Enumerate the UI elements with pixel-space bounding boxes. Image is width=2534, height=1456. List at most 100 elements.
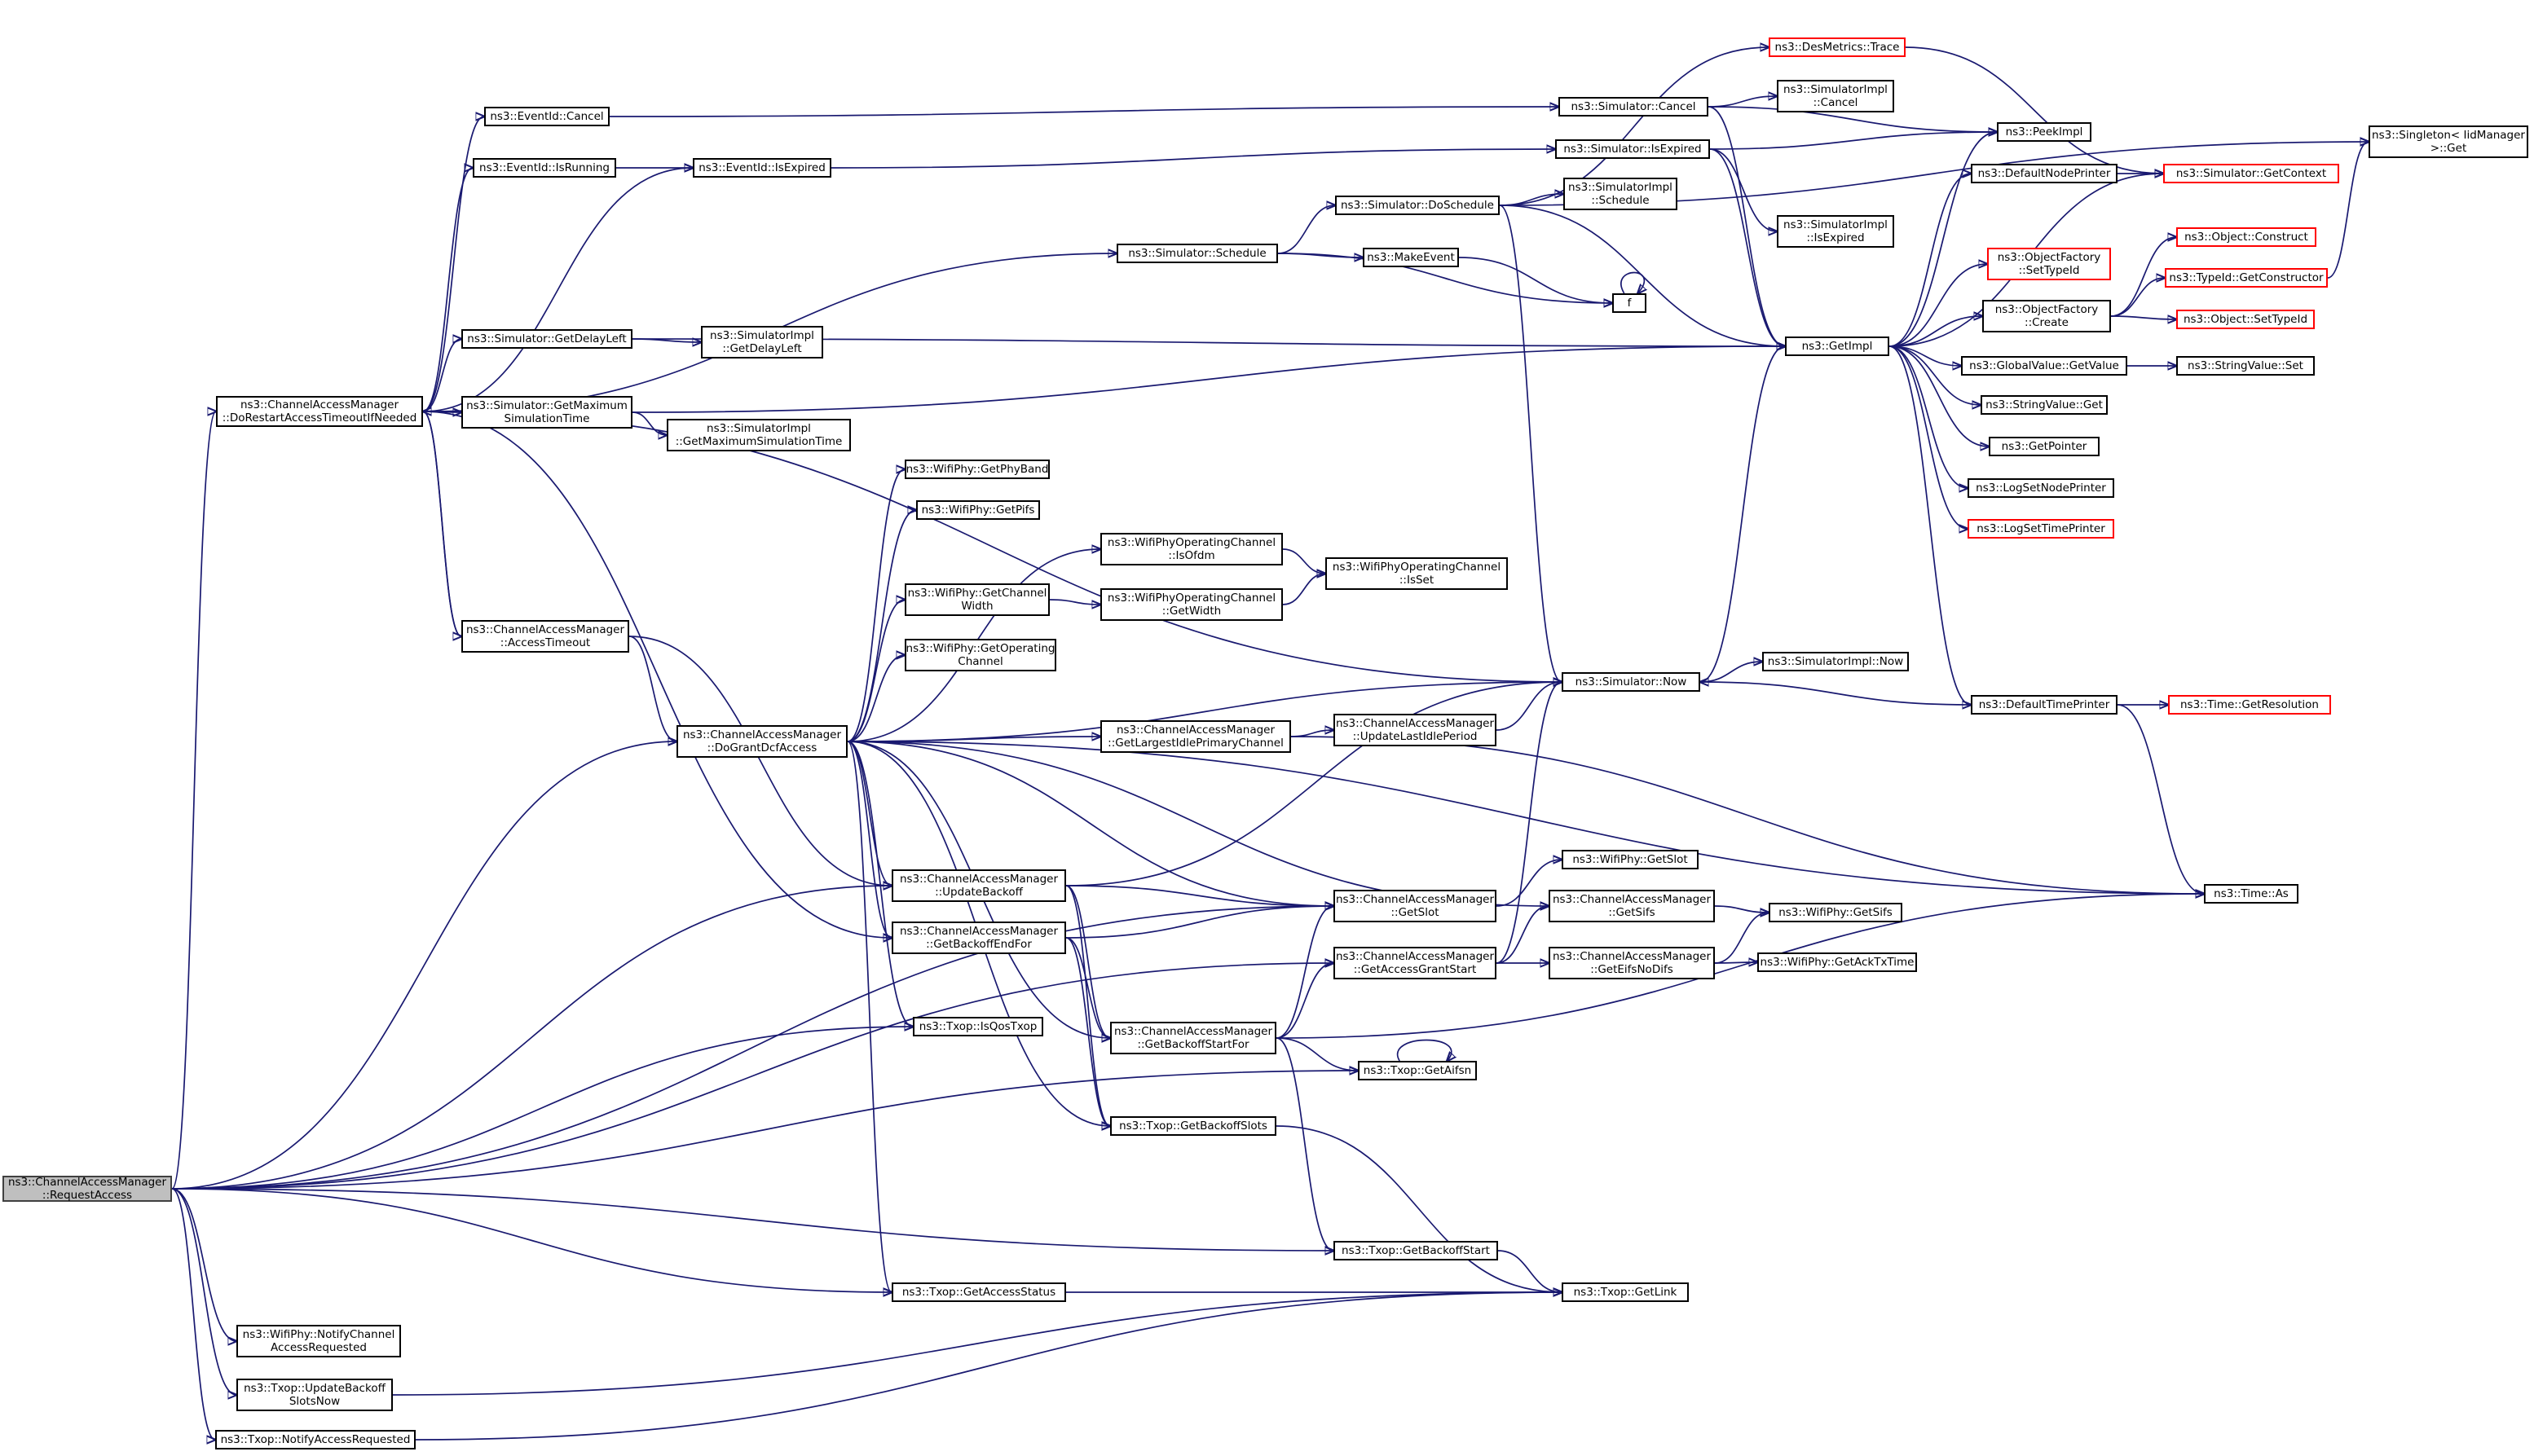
node-wifiphy-getphyband[interactable]: ns3::WifiPhy::GetPhyBand xyxy=(905,460,1050,479)
node-txop-getaccessstatus[interactable]: ns3::Txop::GetAccessStatus xyxy=(892,1282,1066,1302)
node-opch-getwidth[interactable]: ns3::WifiPhyOperatingChannel ::GetWidth xyxy=(1100,588,1283,621)
node-sim-doschedule[interactable]: ns3::Simulator::DoSchedule xyxy=(1335,196,1500,215)
node-object-construct[interactable]: ns3::Object::Construct xyxy=(2176,227,2316,247)
node-get-backoff-start-for[interactable]: ns3::ChannelAccessManager ::GetBackoffSt… xyxy=(1110,1022,1276,1054)
node-simimpl-schedule[interactable]: ns3::SimulatorImpl ::Schedule xyxy=(1563,178,1677,210)
node-objfactory-create[interactable]: ns3::ObjectFactory ::Create xyxy=(1982,300,2111,332)
edge-txop-getbackoffslots-to-txop-getlink xyxy=(1276,1125,1562,1292)
node-sim-getdelayleft[interactable]: ns3::Simulator::GetDelayLeft xyxy=(461,329,632,349)
node-eventid-isrunning[interactable]: ns3::EventId::IsRunning xyxy=(473,158,616,178)
node-wifiphy-getpifs[interactable]: ns3::WifiPhy::GetPifs xyxy=(916,500,1040,520)
node-txop-notifyaccess[interactable]: ns3::Txop::NotifyAccessRequested xyxy=(215,1430,416,1449)
node-singleton-get[interactable]: ns3::Singleton< IidManager >::Get xyxy=(2369,125,2528,158)
node-logsettimeprinter[interactable]: ns3::LogSetTimePrinter xyxy=(1968,519,2114,539)
node-get-backoff-end-for[interactable]: ns3::ChannelAccessManager ::GetBackoffEn… xyxy=(892,922,1066,954)
edge-sim-doschedule-to-getimpl xyxy=(1499,205,1785,346)
node-sim-now[interactable]: ns3::Simulator::Now xyxy=(1562,672,1700,692)
node-sim-getcontext[interactable]: ns3::Simulator::GetContext xyxy=(2163,164,2339,183)
edge-do-grant-dcf-to-wifiphy-getpifs xyxy=(847,510,916,742)
node-get-sifs[interactable]: ns3::ChannelAccessManager ::GetSifs xyxy=(1549,890,1715,922)
node-getpointer[interactable]: ns3::GetPointer xyxy=(1989,437,2100,456)
edge-eventid-isexpired-to-sim-isexpired xyxy=(831,149,1555,169)
node-do-restart[interactable]: ns3::ChannelAccessManager ::DoRestartAcc… xyxy=(216,396,423,427)
node-opch-isofdm[interactable]: ns3::WifiPhyOperatingChannel ::IsOfdm xyxy=(1100,533,1283,565)
node-stringvalue-set[interactable]: ns3::StringValue::Set xyxy=(2176,356,2315,376)
node-txop-getbackoffslots[interactable]: ns3::Txop::GetBackoffSlots xyxy=(1110,1116,1276,1136)
edge-getimpl-to-peekimpl xyxy=(1888,132,1997,347)
node-peekimpl[interactable]: ns3::PeekImpl xyxy=(1997,122,2091,142)
node-wifiphy-getchannelwidth[interactable]: ns3::WifiPhy::GetChannel Width xyxy=(905,583,1050,616)
node-simimpl-getdelayleft[interactable]: ns3::SimulatorImpl ::GetDelayLeft xyxy=(701,326,823,359)
node-time-getresolution[interactable]: ns3::Time::GetResolution xyxy=(2168,695,2331,715)
node-wifiphy-getopchannel[interactable]: ns3::WifiPhy::GetOperating Channel xyxy=(905,639,1056,671)
node-simimpl-now[interactable]: ns3::SimulatorImpl::Now xyxy=(1762,652,1909,671)
node-get-largest-idle[interactable]: ns3::ChannelAccessManager ::GetLargestId… xyxy=(1100,720,1291,753)
node-eventid-isexpired[interactable]: ns3::EventId::IsExpired xyxy=(693,158,831,178)
node-globalvalue-getvalue[interactable]: ns3::GlobalValue::GetValue xyxy=(1961,356,2127,376)
node-simimpl-cancel[interactable]: ns3::SimulatorImpl ::Cancel xyxy=(1777,80,1894,112)
edge-get-backoff-end-for-to-get-backoff-start-for xyxy=(1065,937,1110,1038)
edge-sim-getmaxsimtime-to-simimpl-getmaxsimtime xyxy=(632,411,667,435)
node-typeid-getconstructor[interactable]: ns3::TypeId::GetConstructor xyxy=(2165,268,2328,288)
node-sim-cancel[interactable]: ns3::Simulator::Cancel xyxy=(1558,97,1708,117)
node-simimpl-isexpired[interactable]: ns3::SimulatorImpl ::IsExpired xyxy=(1777,215,1894,248)
node-stringvalue-get[interactable]: ns3::StringValue::Get xyxy=(1981,395,2108,415)
node-wifiphy-notifychannel[interactable]: ns3::WifiPhy::NotifyChannel AccessReques… xyxy=(236,1325,401,1357)
node-defaultnodeprinter[interactable]: ns3::DefaultNodePrinter xyxy=(1971,164,2118,183)
node-wifiphy-getacktxtime[interactable]: ns3::WifiPhy::GetAckTxTime xyxy=(1757,952,1917,972)
edge-txop-getbackoffstart-to-txop-getlink xyxy=(1497,1250,1562,1292)
edge-sim-schedule-to-sim-doschedule xyxy=(1277,205,1335,254)
node-update-last-idle[interactable]: ns3::ChannelAccessManager ::UpdateLastId… xyxy=(1333,714,1496,746)
node-simimpl-getmaxsimtime[interactable]: ns3::SimulatorImpl ::GetMaximumSimulatio… xyxy=(667,419,851,451)
edge-txop-getaifsn-to-txop-getaifsn xyxy=(1396,1039,1452,1062)
node-get-eifs-nodifs[interactable]: ns3::ChannelAccessManager ::GetEifsNoDif… xyxy=(1549,947,1715,979)
node-defaulttimeprinter[interactable]: ns3::DefaultTimePrinter xyxy=(1971,695,2118,715)
node-access-timeout[interactable]: ns3::ChannelAccessManager ::AccessTimeou… xyxy=(461,620,629,653)
edge-do-grant-dcf-to-get-backoff-end-for xyxy=(847,741,892,938)
edge-get-slot-to-wifiphy-getslot xyxy=(1496,860,1562,907)
node-f[interactable]: f xyxy=(1612,293,1646,313)
edge-sim-isexpired-to-simimpl-isexpired xyxy=(1709,148,1777,231)
edge-sim-now-to-simimpl-now xyxy=(1699,662,1762,683)
node-get-slot[interactable]: ns3::ChannelAccessManager ::GetSlot xyxy=(1333,890,1496,922)
node-update-backoff[interactable]: ns3::ChannelAccessManager ::UpdateBackof… xyxy=(892,869,1066,902)
node-objfactory-settypeid[interactable]: ns3::ObjectFactory ::SetTypeId xyxy=(1987,248,2111,280)
node-eventid-cancel[interactable]: ns3::EventId::Cancel xyxy=(484,107,610,126)
node-sim-schedule[interactable]: ns3::Simulator::Schedule xyxy=(1117,244,1278,263)
edge-get-backoff-start-for-to-txop-getbackoffstart xyxy=(1276,1037,1333,1251)
edge-do-grant-dcf-to-wifiphy-getphyband xyxy=(847,469,905,742)
node-wifiphy-getslot[interactable]: ns3::WifiPhy::GetSlot xyxy=(1562,850,1699,869)
node-wifiphy-getsifs[interactable]: ns3::WifiPhy::GetSifs xyxy=(1769,903,1902,922)
node-request-access[interactable]: ns3::ChannelAccessManager ::RequestAcces… xyxy=(2,1176,172,1202)
node-sim-isexpired[interactable]: ns3::Simulator::IsExpired xyxy=(1555,139,1710,159)
node-getimpl[interactable]: ns3::GetImpl xyxy=(1785,337,1889,356)
edge-sim-schedule-to-f xyxy=(1277,253,1612,303)
edge-eventid-cancel-to-sim-cancel xyxy=(609,107,1558,117)
node-txop-getaifsn[interactable]: ns3::Txop::GetAifsn xyxy=(1358,1061,1477,1080)
node-opch-isset[interactable]: ns3::WifiPhyOperatingChannel ::IsSet xyxy=(1325,557,1508,590)
node-txop-getlink[interactable]: ns3::Txop::GetLink xyxy=(1562,1282,1689,1302)
edge-get-access-grant-start-to-get-sifs xyxy=(1496,906,1549,964)
edge-update-backoff-to-get-slot xyxy=(1065,885,1333,906)
edge-access-timeout-to-update-backoff xyxy=(628,636,892,886)
edge-get-eifs-nodifs-to-wifiphy-getsifs xyxy=(1714,913,1769,964)
edge-request-access-to-update-backoff xyxy=(171,886,892,1190)
node-txop-isqostxop[interactable]: ns3::Txop::IsQosTxop xyxy=(913,1017,1043,1036)
edge-request-access-to-get-slot xyxy=(171,906,1333,1190)
node-do-grant-dcf[interactable]: ns3::ChannelAccessManager ::DoGrantDcfAc… xyxy=(676,725,848,758)
edge-getimpl-to-defaultnodeprinter xyxy=(1888,174,1971,347)
node-time-as[interactable]: ns3::Time::As xyxy=(2204,884,2298,904)
node-sim-getmaxsimtime[interactable]: ns3::Simulator::GetMaximum SimulationTim… xyxy=(461,396,632,429)
node-txop-updatebackoff[interactable]: ns3::Txop::UpdateBackoff SlotsNow xyxy=(236,1379,393,1411)
edge-getimpl-to-objfactory-settypeid xyxy=(1888,264,1987,347)
edge-request-access-to-txop-getaccessstatus xyxy=(171,1188,892,1292)
node-desmetrics-trace[interactable]: ns3::DesMetrics::Trace xyxy=(1769,37,1906,57)
edge-defaulttimeprinter-to-time-as xyxy=(2117,704,2204,894)
edge-do-restart-to-get-backoff-end-for xyxy=(422,411,892,938)
node-makeevent[interactable]: ns3::MakeEvent xyxy=(1363,248,1459,267)
node-logsetnodeprinter[interactable]: ns3::LogSetNodePrinter xyxy=(1968,478,2114,498)
node-txop-getbackoffstart[interactable]: ns3::Txop::GetBackoffStart xyxy=(1333,1241,1498,1260)
node-get-access-grant-start[interactable]: ns3::ChannelAccessManager ::GetAccessGra… xyxy=(1333,947,1496,979)
node-object-settypeid[interactable]: ns3::Object::SetTypeId xyxy=(2176,310,2315,329)
edge-sim-cancel-to-getimpl xyxy=(1708,106,1785,346)
